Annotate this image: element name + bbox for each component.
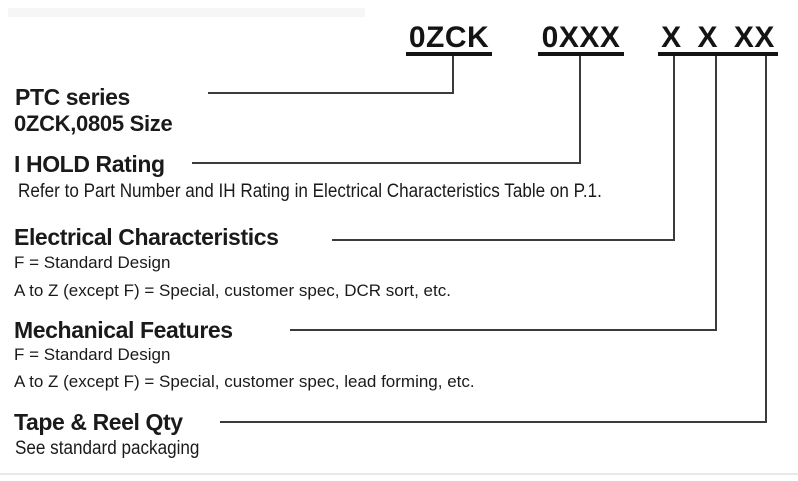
section-line2-electrical-characteristics: A to Z (except F) = Special, customer sp… [14,281,451,300]
connector-hline-ptc-series [208,92,454,94]
part-number-underline-suffix [658,52,778,56]
section-line2-mechanical-features: A to Z (except F) = Special, customer sp… [14,372,475,391]
section-title-ihold-rating: I HOLD Rating [14,151,165,177]
connector-vline-mechanical [715,56,717,331]
section-title-electrical-characteristics: Electrical Characteristics [14,224,279,250]
part-number-underline-rating [538,52,624,56]
part-number-segment-series: 0ZCK [408,21,490,54]
connector-vline-ihold [579,56,581,164]
section-line1-electrical-characteristics: F = Standard Design [14,253,171,272]
part-number-segment-suffix: X X XX [661,21,775,54]
section-line1-mechanical-features: F = Standard Design [14,345,171,364]
section-title-tape-reel-qty: Tape & Reel Qty [14,409,183,435]
section-note-ihold-rating: Refer to Part Number and IH Rating in El… [18,181,602,202]
connector-hline-ihold [192,162,581,164]
connector-vline-electrical [673,56,675,241]
part-number-segment-rating: 0XXX [541,21,621,54]
section-title-ptc-series: PTC series [15,84,130,110]
connector-vline-ptc-series [452,56,454,94]
section-subtitle-ptc-series: 0ZCK,0805 Size [14,111,173,136]
scan-artifact-bottom [0,473,798,475]
part-number-underline-series [406,52,492,56]
section-subtitle-tape-reel-qty: See standard packaging [15,438,200,459]
connector-hline-tape-reel [220,421,767,423]
section-title-mechanical-features: Mechanical Features [14,317,233,343]
scan-artifact-top [8,8,365,17]
connector-vline-tape-reel [765,56,767,423]
connector-hline-mechanical [290,329,717,331]
connector-hline-electrical [332,239,675,241]
